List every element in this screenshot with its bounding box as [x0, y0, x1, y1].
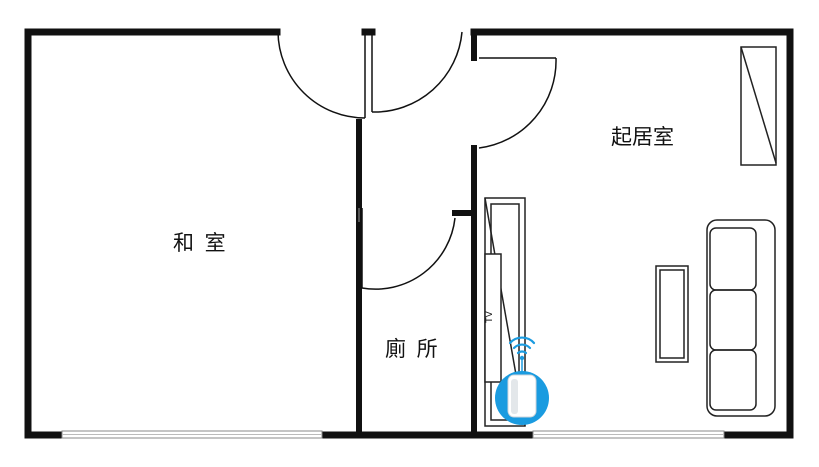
- wifi-signal-icon: [508, 336, 536, 355]
- tv: [484, 253, 502, 383]
- tv-label: TV: [484, 311, 495, 323]
- cabinet: [740, 46, 777, 166]
- doors: [277, 30, 557, 290]
- room-label-toilet: 廁 所: [385, 337, 440, 361]
- wifi-router-icon: [495, 336, 549, 425]
- windows: [61, 430, 725, 439]
- interior-walls: [356, 29, 477, 438]
- room-label-washitsu: 和 室: [173, 231, 228, 255]
- door-arc-4: [361, 217, 456, 290]
- door-arc-2: [371, 31, 463, 113]
- door-arc-1: [277, 31, 366, 119]
- tv-cabinet: [484, 197, 526, 427]
- outer-walls: [24, 28, 794, 439]
- room-label-living: 起居室: [611, 125, 674, 149]
- coffee-table: [655, 265, 689, 363]
- sofa: [706, 219, 776, 417]
- door-arc-3: [478, 57, 557, 149]
